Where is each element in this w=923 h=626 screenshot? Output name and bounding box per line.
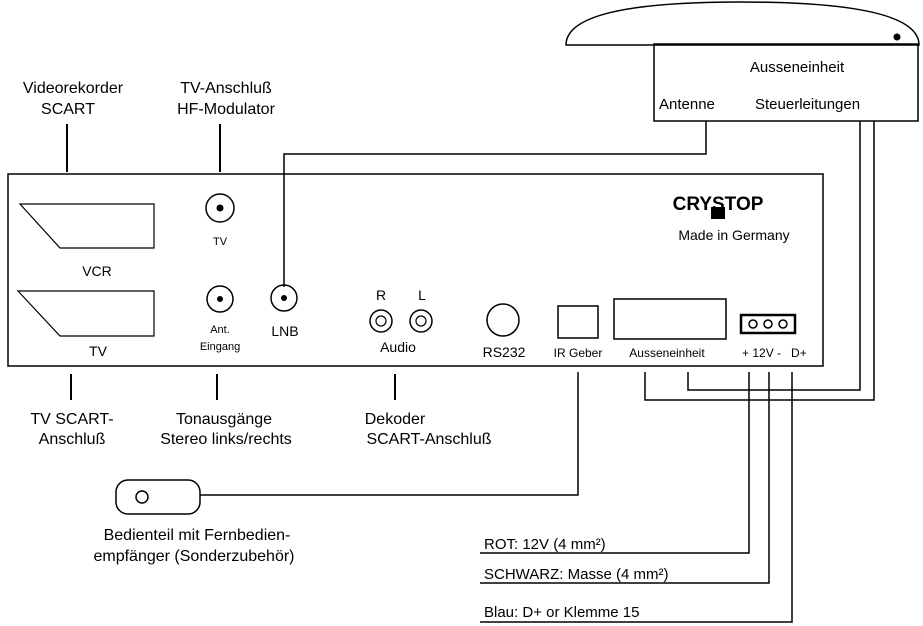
remote-label-line1: Bedienteil mit Fernbedien-: [104, 527, 291, 544]
wire-labels: ROT: 12V (4 mm²) SCHWARZ: Masse (4 mm²) …: [484, 536, 668, 621]
antenna-dome: [565, 1, 920, 46]
audio-right-jack: [369, 309, 393, 333]
antenna-input-label-line1: Ant.: [210, 324, 230, 336]
receiver-panel: VCR TV TV Ant. Eingang LNB R L: [7, 173, 824, 367]
outdoor-unit-box: [653, 43, 919, 122]
outdoor-unit: Ausseneinheit Antenne Steuerleitungen: [565, 1, 920, 122]
power-terminal: [739, 313, 797, 335]
callouts: Videorekorder SCART TV-Anschluß HF-Modul…: [23, 80, 492, 448]
audio-left-jack: [409, 309, 433, 333]
wire-red-label: ROT: 12V (4 mm²): [484, 536, 606, 553]
lnb-cable: [283, 121, 707, 287]
vcr-scart-socket: [18, 203, 155, 249]
wire-black: [480, 372, 770, 584]
audio-label: Audio: [380, 339, 416, 355]
audio-r-label: R: [376, 287, 386, 303]
outdoor-socket: [613, 298, 727, 340]
rs232-port: [486, 303, 520, 337]
power-pin-plus: [748, 319, 758, 329]
callout-tone-line1: Tonausgänge: [176, 411, 272, 428]
wire-blue: [480, 372, 793, 623]
brand-origin: Made in Germany: [678, 227, 789, 243]
callout-tv-scart-line1: TV SCART-: [30, 411, 113, 428]
remote-sensor-icon: [135, 490, 149, 504]
lnb-label: LNB: [271, 323, 298, 339]
callout-tv-conn-line2: HF-Modulator: [177, 101, 275, 118]
brand-mark: [711, 207, 725, 219]
callout-decoder-line1: Dekoder: [365, 411, 426, 428]
tv-scart-label: TV: [89, 343, 108, 359]
remote-unit: Bedienteil mit Fernbedien- empfänger (So…: [93, 479, 295, 565]
outdoor-socket-label: Ausseneinheit: [629, 346, 705, 360]
callout-tv-conn-line1: TV-Anschluß: [180, 80, 272, 97]
receiver-body: [7, 173, 824, 367]
tv-modulator-label: TV: [213, 236, 228, 248]
remote-body: [115, 479, 201, 515]
outdoor-antenna-label: Antenne: [659, 96, 715, 113]
power-pin-minus: [763, 319, 773, 329]
tv-modulator-jack: [205, 193, 235, 223]
callout-vcr-line2: SCART: [41, 101, 95, 118]
ir-port: [557, 305, 599, 339]
dome-dot: [893, 33, 901, 41]
audio-l-label: L: [418, 287, 426, 303]
outdoor-control-label: Steuerleitungen: [755, 96, 860, 113]
antenna-input-label-line2: Eingang: [200, 341, 240, 353]
cables: [200, 121, 875, 623]
outdoor-unit-title: Ausseneinheit: [750, 59, 845, 76]
control-cable-outer: [644, 121, 875, 401]
callout-tv-scart-line2: Anschluß: [39, 431, 106, 448]
callout-decoder-line2: SCART-Anschluß: [366, 431, 491, 448]
rs232-label: RS232: [483, 344, 526, 360]
wire-red: [480, 372, 750, 554]
power-label: + 12V - D+: [742, 346, 807, 360]
wire-black-label: SCHWARZ: Masse (4 mm²): [484, 566, 668, 583]
ir-label: IR Geber: [554, 346, 603, 360]
ir-cable: [200, 372, 579, 496]
tv-scart-socket: [16, 290, 155, 337]
power-pin-dplus: [778, 319, 788, 329]
vcr-label: VCR: [82, 263, 112, 279]
lnb-jack: [270, 284, 298, 312]
control-cable-inner: [687, 121, 861, 391]
callout-vcr-line1: Videorekorder: [23, 80, 124, 97]
brand-name: CRYSTOP: [673, 194, 764, 215]
antenna-input-jack: [206, 285, 234, 313]
callout-tone-line2: Stereo links/rechts: [160, 431, 292, 448]
remote-label-line2: empfänger (Sonderzubehör): [93, 548, 294, 565]
wire-blue-label: Blau: D+ or Klemme 15: [484, 604, 640, 621]
